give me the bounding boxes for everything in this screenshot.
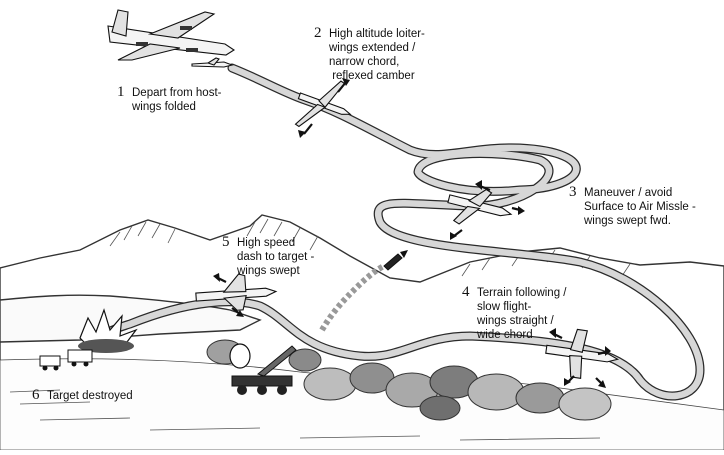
stage-4-label: 4 Terrain following / slow flight- wings… [462,284,567,341]
stage-3-label: 3 Maneuver / avoid Surface to Air Missle… [569,184,696,227]
ground [0,358,724,451]
stage-number: 2 [314,25,322,41]
stage-text-line: reflexed camber [329,70,415,82]
stage-text-line: High altitude loiter- [329,28,425,40]
arrow-group-3 [450,180,525,240]
stage-text-line: Target destroyed [47,390,133,402]
stage-text-line: wings swept fwd. [583,215,671,227]
stage-text-line: Maneuver / avoid [584,187,672,199]
stage-text-line: wings straight / [476,315,555,327]
flight-path [91,63,705,401]
stage-text-line: Terrain following / [477,287,567,299]
stage-5-label: 5 High speed dash to target - wings swep… [222,234,315,277]
missile-icon [319,250,408,332]
stage-number: 4 [462,284,470,300]
stage-1-label: 1 Depart from host- wings folded [117,84,222,113]
stage-text-line: dash to target - [237,251,315,263]
arrow-group-2 [298,78,350,138]
stage-text-line: wings folded [131,101,196,113]
uav-icon [191,57,234,68]
uav-icon [195,273,278,311]
stage-number: 3 [569,184,577,200]
stage-2-label: 2 High altitude loiter- wings extended /… [314,25,425,82]
host-bomber-icon [107,9,236,61]
stage-text-line: slow flight- [477,301,531,313]
trees-icon [206,339,612,421]
uav-icon [545,328,620,379]
radar-truck-icon [229,343,297,395]
stage-text-line: wings swept [236,265,300,277]
target-vehicles-icon [39,349,93,371]
arrow-group-4 [549,328,611,388]
stage-number: 1 [117,84,125,100]
stage-6-label: 6 Target destroyed [32,387,133,403]
stage-text-line: Depart from host- [132,87,222,99]
stage-text-line: wings extended / [328,42,416,54]
stage-number: 6 [32,387,40,403]
arrow-group-5 [213,273,244,317]
stage-text-line: Surface to Air Missle - [584,201,696,213]
stage-text-line: wide chord [476,329,533,341]
stage-text-line: High speed [237,237,295,249]
uav-icon [447,188,513,225]
stage-text-line: narrow chord, [329,56,399,68]
uav-icon [294,80,352,128]
stage-number: 5 [222,234,230,250]
